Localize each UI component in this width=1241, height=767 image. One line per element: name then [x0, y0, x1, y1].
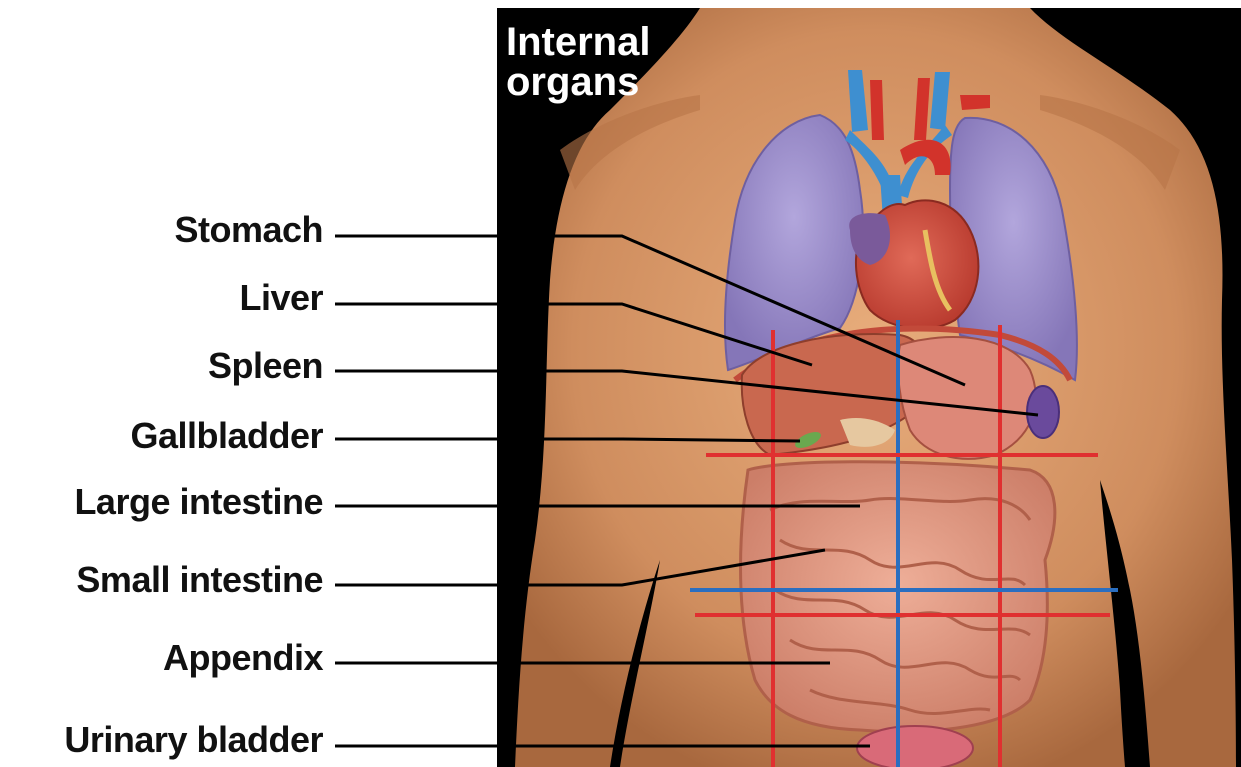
label-gallbladder: Gallbladder	[130, 416, 323, 456]
label-urinary-bladder: Urinary bladder	[64, 720, 323, 760]
label-small-intestine: Small intestine	[76, 560, 323, 600]
label-liver: Liver	[239, 278, 323, 318]
heart	[849, 200, 978, 328]
label-appendix: Appendix	[163, 638, 323, 678]
stomach	[898, 337, 1036, 459]
spleen	[1027, 386, 1059, 438]
label-large-intestine: Large intestine	[74, 482, 323, 522]
diagram-title: Internal organs	[506, 22, 726, 102]
label-spleen: Spleen	[208, 346, 323, 386]
urinary-bladder	[857, 726, 973, 767]
label-stomach: Stomach	[174, 210, 323, 250]
